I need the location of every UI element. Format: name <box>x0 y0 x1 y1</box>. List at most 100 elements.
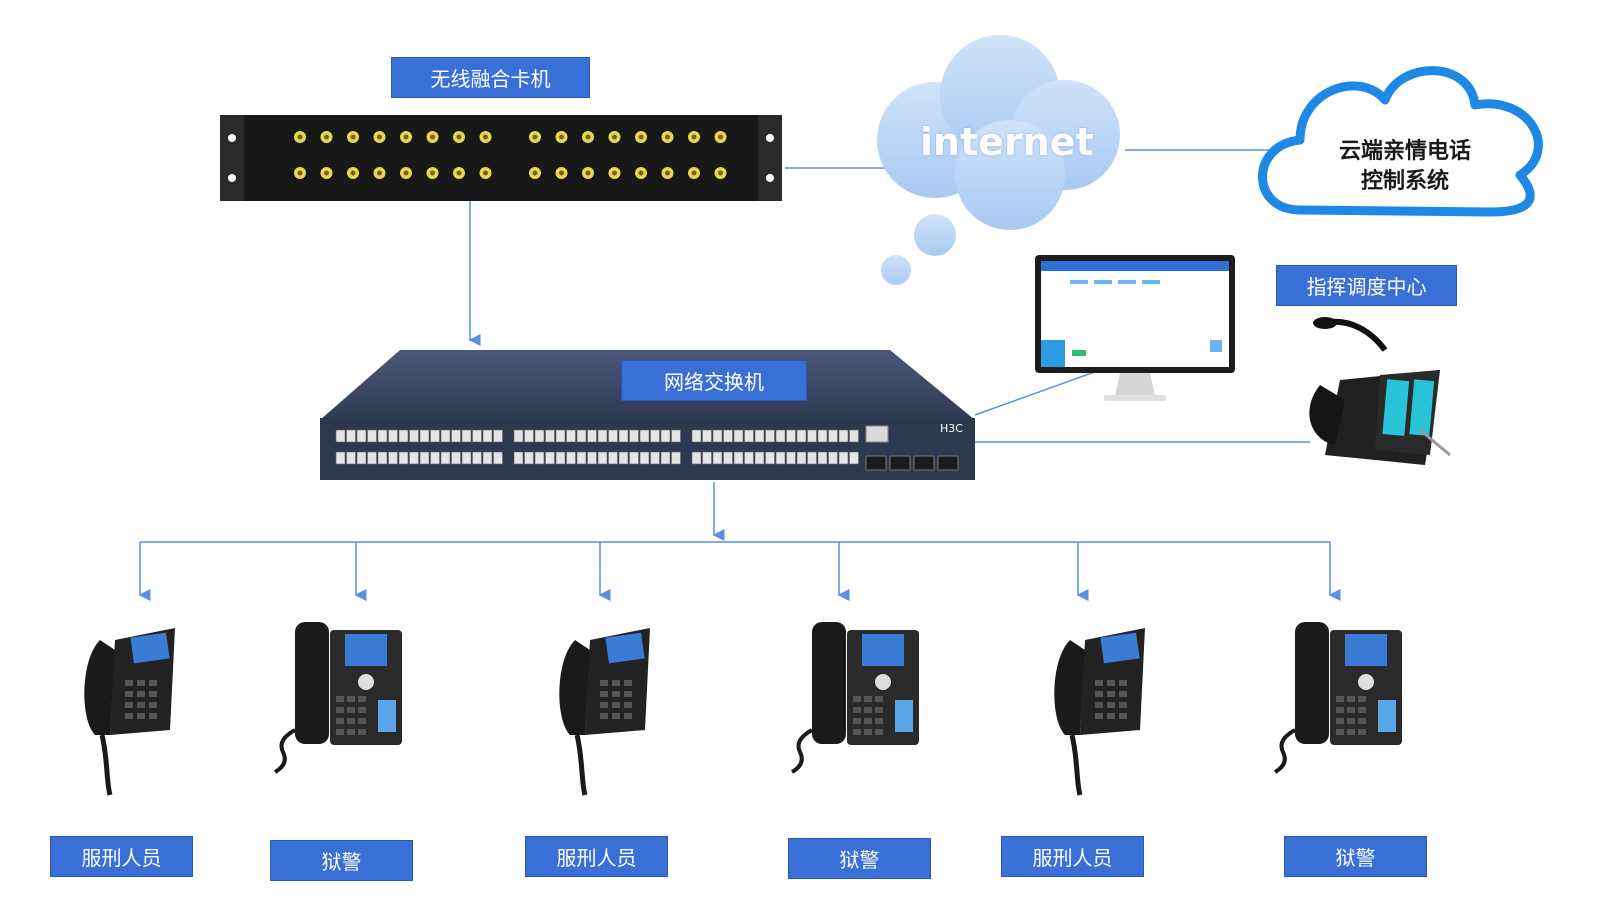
switch-port <box>440 451 451 465</box>
switch-port <box>472 429 482 443</box>
switch-port <box>723 429 733 443</box>
switch-port <box>472 451 482 465</box>
switch-port <box>723 451 733 465</box>
switch-port <box>451 429 461 443</box>
switch-port <box>335 451 346 465</box>
switch-port <box>807 451 817 465</box>
switch-port <box>440 429 451 443</box>
switch-port <box>786 429 796 443</box>
ip-phones <box>84 622 1402 796</box>
sfp-port <box>865 455 887 471</box>
switch-port <box>775 429 786 443</box>
switch-port <box>356 451 367 465</box>
switch-port <box>618 451 629 465</box>
switch-port <box>691 429 702 443</box>
switch-port <box>660 429 671 443</box>
cloud-system-label: 云端亲情电话 控制系统 <box>1315 137 1495 197</box>
switch-port <box>419 429 430 443</box>
switch-port <box>367 451 377 465</box>
switch-port <box>419 451 430 465</box>
sfp-port <box>937 455 959 471</box>
switch-port <box>775 451 786 465</box>
switch-port <box>608 429 618 443</box>
switch-port <box>597 429 608 443</box>
switch-port <box>660 451 671 465</box>
sfp-port <box>889 455 911 471</box>
ip-phone-4 <box>790 622 919 774</box>
switch-port <box>367 429 377 443</box>
switch-port <box>398 429 409 443</box>
switch-port <box>796 429 807 443</box>
svg-text:H3C: H3C <box>940 422 963 435</box>
switch-port <box>534 429 545 443</box>
switch-port <box>629 451 639 465</box>
switch-port <box>545 451 555 465</box>
switch-port <box>639 451 650 465</box>
internet-cloud <box>877 35 1120 285</box>
switch-port <box>566 429 576 443</box>
switch-port <box>513 429 524 443</box>
endpoint-label-2: 狱警 <box>270 840 413 881</box>
switch-port <box>430 451 440 465</box>
switch-port <box>545 429 555 443</box>
cloud-system-line1: 云端亲情电话 <box>1338 139 1471 164</box>
switch-port <box>482 429 493 443</box>
cloud-control-system <box>1258 66 1543 217</box>
wireless-card-label: 无线融合卡机 <box>391 57 590 98</box>
switch-port <box>754 429 765 443</box>
switch-port <box>838 451 849 465</box>
switch-port <box>733 451 744 465</box>
switch-port <box>786 451 796 465</box>
dispatch-center-label: 指挥调度中心 <box>1276 265 1457 306</box>
switch-port <box>608 451 618 465</box>
switch-port <box>618 429 629 443</box>
switch-port <box>377 429 388 443</box>
switch-port <box>524 451 534 465</box>
switch-port <box>597 451 608 465</box>
switch-port <box>461 451 472 465</box>
cloud-system-line2: 控制系统 <box>1360 169 1449 194</box>
connectors <box>138 149 1341 601</box>
switch-port <box>398 451 409 465</box>
switch-port <box>807 429 817 443</box>
dispatch-console-phone <box>1309 317 1451 465</box>
switch-port <box>702 451 712 465</box>
switch-port <box>828 451 838 465</box>
switch-port <box>409 429 419 443</box>
endpoint-label-3: 服刑人员 <box>525 836 668 877</box>
switch-port <box>765 451 775 465</box>
switch-port <box>702 429 712 443</box>
sfp-port <box>913 455 935 471</box>
switch-to-monitor-line <box>974 369 1101 416</box>
switch-port <box>335 429 346 443</box>
switch-port <box>534 451 545 465</box>
switch-port <box>849 451 859 465</box>
wireless-card-device <box>220 115 782 201</box>
switch-port <box>346 429 356 443</box>
switch-port <box>838 429 849 443</box>
switch-ports <box>335 429 959 471</box>
switch-port <box>650 451 660 465</box>
switch-port <box>817 451 828 465</box>
switch-port <box>733 429 744 443</box>
switch-port <box>744 429 754 443</box>
switch-port <box>828 429 838 443</box>
switch-port <box>817 429 828 443</box>
switch-port <box>513 451 524 465</box>
switch-port <box>377 451 388 465</box>
switch-port <box>587 429 597 443</box>
switch-port <box>629 429 639 443</box>
switch-label: 网络交换机 <box>621 360 807 401</box>
internet-label: internet <box>920 120 1094 164</box>
ip-phone-5 <box>1054 628 1145 796</box>
ip-phone-1 <box>84 628 175 796</box>
antenna-ports <box>294 131 727 179</box>
endpoint-label-4: 狱警 <box>788 838 931 879</box>
switch-port <box>493 429 503 443</box>
switch-port <box>356 429 367 443</box>
switch-port <box>555 451 566 465</box>
switch-port <box>451 451 461 465</box>
switch-port <box>671 451 681 465</box>
ip-phone-3 <box>559 628 650 796</box>
